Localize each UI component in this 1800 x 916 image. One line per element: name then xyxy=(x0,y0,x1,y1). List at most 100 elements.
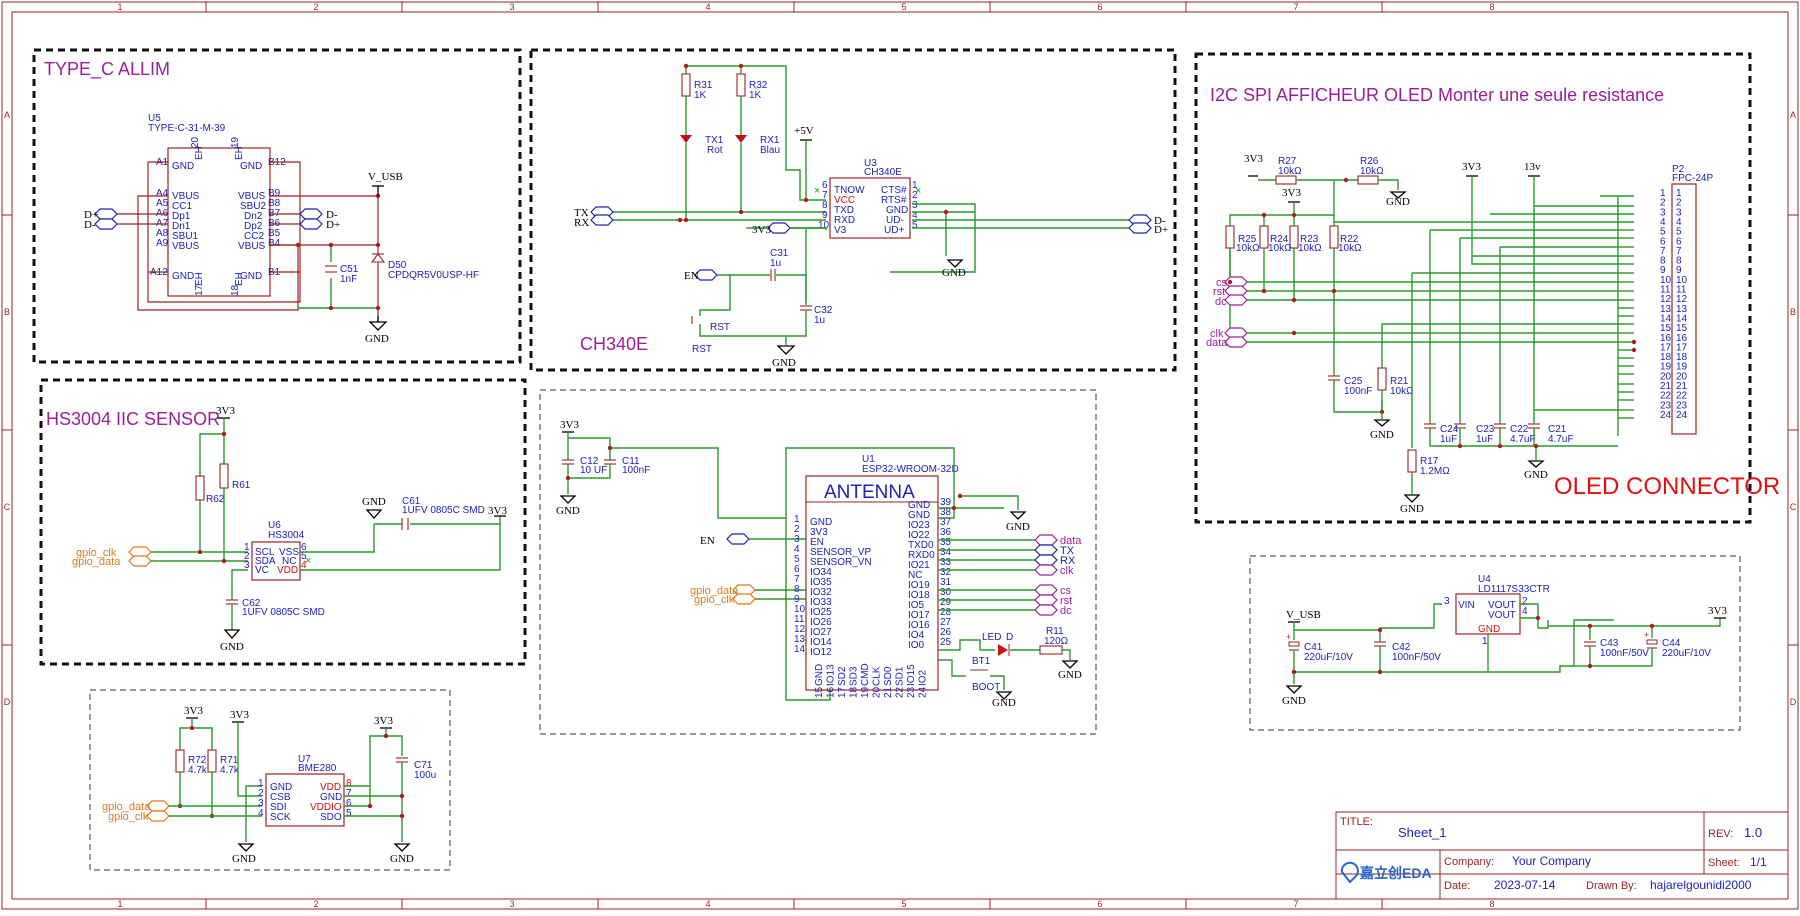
vusb-label: V_USB xyxy=(1286,609,1321,621)
u1-pin: 22 xyxy=(895,686,906,698)
u1-pin-name: GND xyxy=(810,517,832,528)
sheet-label: Sheet: xyxy=(1708,857,1740,869)
u1-pin-name: RXD0 xyxy=(908,550,935,561)
title-label: TITLE: xyxy=(1340,816,1373,828)
p2-pin-label: 12 xyxy=(1676,294,1688,305)
r24-ref: R24 xyxy=(1270,234,1289,245)
p2-pin-label: 6 xyxy=(1676,236,1682,247)
c31-ref: C31 xyxy=(770,248,789,259)
ground-symbol xyxy=(776,345,796,355)
u1-pin: 18 xyxy=(849,686,860,698)
c21-value: 4.7uF xyxy=(1548,434,1574,445)
u5-pin: A8 xyxy=(156,228,169,239)
c61-value: 1UFV 0805C SMD xyxy=(402,505,485,516)
r27-resistor xyxy=(1275,175,1297,185)
u1-pin-name: GND xyxy=(814,664,825,686)
v13-label: 13v xyxy=(1524,161,1541,173)
u1-pin-name: IO16 xyxy=(908,620,930,631)
rev-label: REV: xyxy=(1708,828,1733,840)
led-ref: LED xyxy=(982,632,1001,643)
u1-pin-name: IO12 xyxy=(810,647,832,658)
net-flag-rx xyxy=(1034,554,1058,566)
u1-antenna-label: ANTENNA xyxy=(824,482,915,503)
u1-pin-name: GND xyxy=(908,510,930,521)
u6-pin-name: VC xyxy=(255,565,269,576)
sheet-value: 1/1 xyxy=(1750,855,1767,869)
c71-value: 100u xyxy=(414,770,436,781)
row-label: A xyxy=(4,110,10,120)
drawn-value: hajarelgounidi2000 xyxy=(1650,878,1752,892)
net-label: clk xyxy=(1210,328,1224,340)
u1-pin: 25 xyxy=(940,637,952,648)
section-ch340-box xyxy=(529,48,1177,372)
u6-pin-name: VSS xyxy=(279,547,299,558)
u7-pin-name: SDI xyxy=(270,802,287,813)
polarity-mark: + xyxy=(1644,630,1649,640)
gnd-label: GND xyxy=(1282,695,1306,707)
u3-pin-name: TXD xyxy=(834,205,854,216)
u1-pin: 39 xyxy=(940,497,952,508)
gnd-label: GND xyxy=(1400,503,1424,515)
led-diode xyxy=(998,644,1008,656)
ground-symbol xyxy=(995,691,1013,700)
p2-pin-number: 6 xyxy=(1660,236,1666,247)
gnd-label: GND xyxy=(1524,469,1548,481)
u5-pin-name: CC2 xyxy=(244,231,264,242)
u5-part: TYPE-C-31-M-39 xyxy=(148,123,226,134)
p5v-label: +5V xyxy=(794,125,814,137)
u6-part: HS3004 xyxy=(268,530,305,541)
u1-pin: 14 xyxy=(794,644,806,655)
u1-pin: 35 xyxy=(940,537,952,548)
u5-pin-name: VBUS xyxy=(172,191,200,202)
c24-value: 1uF xyxy=(1440,434,1457,445)
u1-pin: 38 xyxy=(940,507,952,518)
p2-pin-number: 3 xyxy=(1660,207,1666,218)
u7-pin-name: GND xyxy=(320,792,342,803)
u3-pin: 6 xyxy=(822,180,828,191)
v3-label: 3V3 xyxy=(216,405,235,417)
r62-ref: R62 xyxy=(206,494,225,505)
tx1-ref: TX1 xyxy=(705,135,724,146)
c71-ref: C71 xyxy=(414,760,433,771)
u3-pin: 7 xyxy=(822,190,828,201)
u1-pin: 10 xyxy=(794,604,806,615)
rx1-led xyxy=(735,135,747,143)
oled-section: 3V3 R27 10kΩ R26 10kΩ GND 3V3 R25 10kΩ R… xyxy=(1206,153,1713,515)
u1-pin-name: IO26 xyxy=(810,617,832,628)
u1-pin-name: SD3 xyxy=(849,666,860,686)
net-flag-3v3 xyxy=(767,222,791,234)
p2-pin-label: 9 xyxy=(1676,265,1682,276)
rst-button-value: RST xyxy=(692,344,712,355)
u5-pin-name: GND xyxy=(172,271,194,282)
u1-pin-name: EN xyxy=(810,537,824,548)
u6-pin: 1 xyxy=(244,542,250,553)
u5-pin-name: GND xyxy=(240,271,262,282)
r72-value: 4.7k xyxy=(188,765,208,776)
c25-ref: C25 xyxy=(1344,376,1363,387)
r62-resistor xyxy=(195,475,205,501)
net-label: clk xyxy=(1060,565,1074,577)
u1-pin-name: NC xyxy=(908,570,922,581)
u3-pin-name: GND xyxy=(886,205,908,216)
v3-label: 3V3 xyxy=(560,419,579,431)
u1-pin-name: IO4 xyxy=(908,630,925,641)
u7-pin: 3 xyxy=(258,798,264,809)
p2-pin-label: 19 xyxy=(1676,362,1688,373)
net-flag-rx xyxy=(590,214,614,226)
u4-pin-name: VOUT xyxy=(1488,610,1516,621)
v3-label: 3V3 xyxy=(374,715,393,727)
u1-pin: 30 xyxy=(940,587,952,598)
section-bme280-box xyxy=(89,689,451,871)
ground-symbol xyxy=(1061,660,1079,669)
gnd-label: GND xyxy=(362,496,386,508)
u1-pin-name: IO33 xyxy=(810,597,832,608)
u7-part: BME280 xyxy=(298,763,337,774)
date-value: 2023-07-14 xyxy=(1494,878,1556,892)
u4-pin: 1 xyxy=(1482,636,1488,647)
u1-pin: 11 xyxy=(794,614,805,625)
gnd-label: GND xyxy=(220,641,244,653)
col-label: 3 xyxy=(509,2,514,12)
esp32-section: 3V3 C12 10 UF C11 100nF GND EN gpio_data… xyxy=(556,419,1082,709)
r23-value: 10kΩ xyxy=(1298,243,1322,254)
ground-symbol xyxy=(237,843,255,852)
